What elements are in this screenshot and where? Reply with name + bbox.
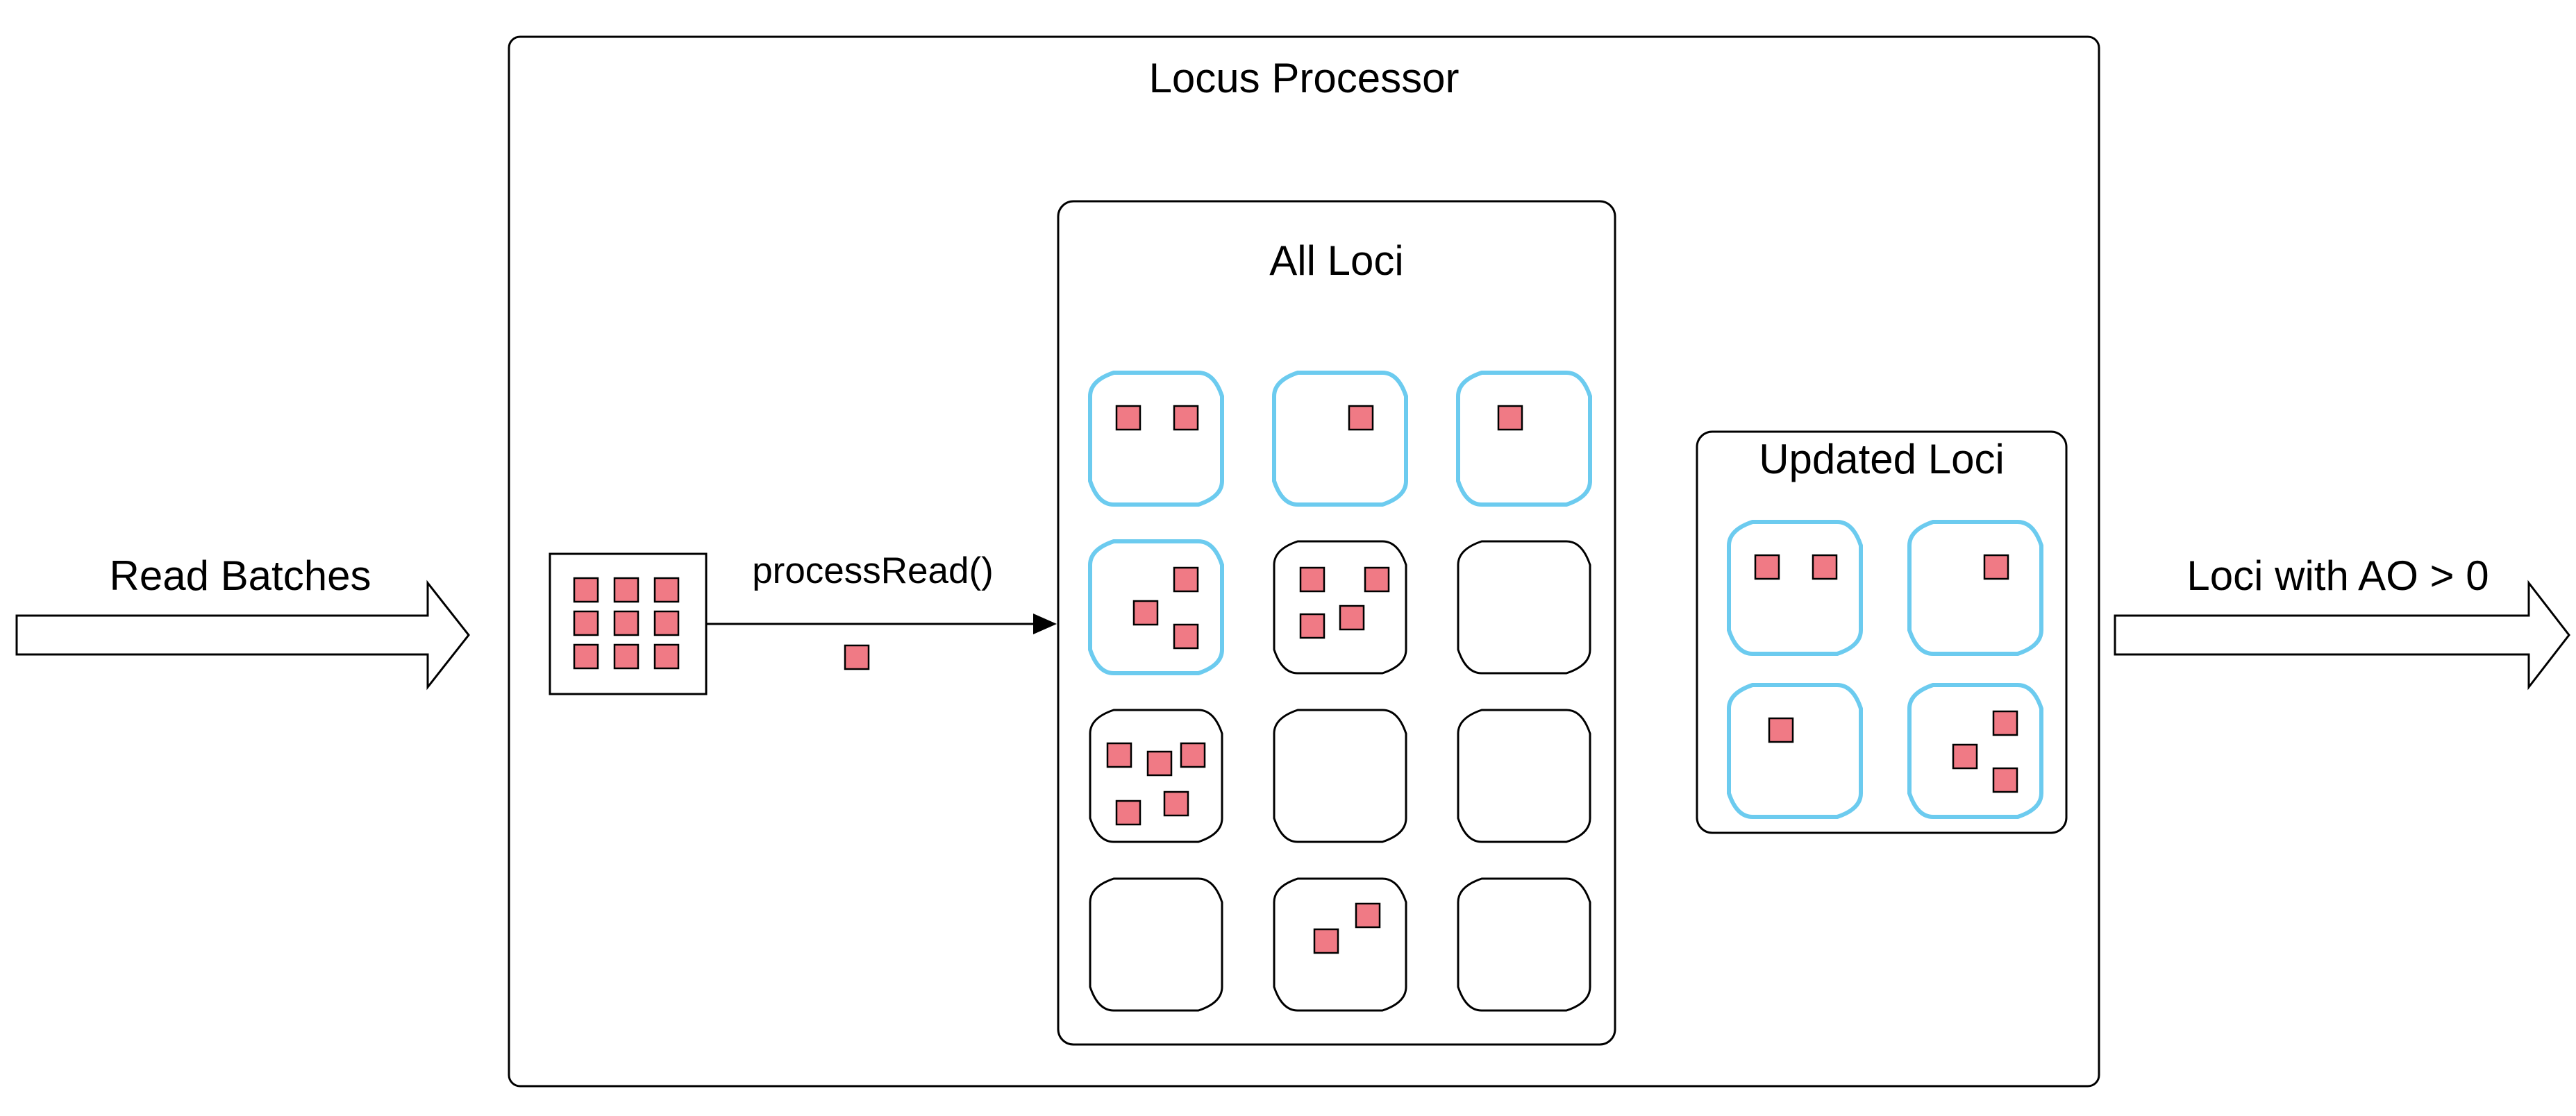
output-arrow-label: Loci with AO > 0	[2186, 552, 2489, 599]
read-square	[1173, 623, 1199, 650]
read-square	[1180, 742, 1206, 768]
locus-cell-updated	[1907, 683, 2043, 819]
read-square	[1992, 767, 2018, 793]
locus-cell-outline	[1457, 877, 1591, 1012]
read-square	[613, 643, 639, 670]
read-square	[1299, 566, 1325, 593]
read-batches-arrow: Read Batches	[15, 552, 470, 691]
locus-cell-outline	[1457, 540, 1591, 675]
locus-cell-outline	[1272, 371, 1408, 507]
locus-processor-title: Locus Processor	[1149, 55, 1460, 101]
read-square	[1146, 750, 1173, 777]
process-read-connector: processRead()	[706, 550, 1057, 670]
locus-cell	[1273, 709, 1407, 843]
read-square	[1115, 405, 1141, 431]
read-square	[1364, 566, 1390, 593]
read-square	[653, 643, 680, 670]
read-square	[573, 577, 599, 603]
read-square	[1299, 613, 1325, 639]
input-arrow-label: Read Batches	[110, 552, 371, 599]
read-batch	[549, 552, 708, 695]
updated-loci-box: Updated Loci	[1696, 430, 2068, 834]
read-square	[1768, 717, 1794, 743]
locus-cell-updated	[1088, 539, 1224, 675]
read-square	[1313, 928, 1339, 954]
loci-output-arrow: Loci with AO > 0	[2114, 552, 2570, 691]
locus-cell-outline	[1727, 683, 1863, 819]
in-flight-read	[844, 644, 870, 670]
locus-cell-outline	[1273, 877, 1407, 1012]
locus-cell-outline	[1907, 520, 2043, 656]
locus-cell-updated	[1456, 371, 1592, 507]
read-square	[1497, 405, 1523, 431]
locus-cell-updated	[1088, 371, 1224, 507]
read-square	[1992, 710, 2018, 736]
locus-cell-outline	[1457, 709, 1591, 843]
read-square	[653, 577, 680, 603]
locus-cell	[1089, 877, 1223, 1012]
locus-cell-outline	[1089, 877, 1223, 1012]
read-square	[1132, 600, 1159, 626]
read-square	[1348, 405, 1374, 431]
process-read-arrowhead	[1033, 614, 1057, 634]
read-square	[613, 610, 639, 636]
locus-cell-updated	[1272, 371, 1408, 507]
read-square	[573, 643, 599, 670]
locus-cell	[1457, 877, 1591, 1012]
read-square	[844, 644, 870, 670]
locus-cell	[1273, 877, 1407, 1012]
read-square	[1952, 743, 1978, 770]
read-square	[573, 610, 599, 636]
locus-cell	[1089, 709, 1223, 843]
all-loci-box: All Loci	[1057, 200, 1616, 1046]
read-square	[1754, 554, 1780, 580]
locus-cell-outline	[1088, 371, 1224, 507]
read-square	[1106, 742, 1132, 768]
updated-loci-grid	[1727, 520, 2043, 819]
locus-cell-outline	[1727, 520, 1863, 656]
locus-cell-updated	[1907, 520, 2043, 656]
read-batch-reads	[573, 577, 680, 670]
locus-cell-outline	[1273, 709, 1407, 843]
locus-cell-updated	[1727, 683, 1863, 819]
input-arrow-shape	[15, 580, 470, 691]
locus-cell-outline	[1456, 371, 1592, 507]
read-square	[653, 610, 680, 636]
read-square	[1115, 800, 1141, 826]
locus-cell	[1457, 709, 1591, 843]
read-square	[1983, 554, 2009, 580]
locus-cell	[1457, 540, 1591, 675]
locus-cell-updated	[1727, 520, 1863, 656]
read-square	[613, 577, 639, 603]
process-read-label: processRead()	[752, 550, 994, 591]
read-square	[1355, 902, 1381, 929]
read-square	[1812, 554, 1838, 580]
all-loci-title: All Loci	[1269, 237, 1403, 284]
updated-loci-title: Updated Loci	[1759, 436, 2005, 482]
read-square	[1173, 405, 1199, 431]
read-square	[1163, 790, 1189, 817]
read-square	[1339, 604, 1365, 631]
locus-cell	[1273, 540, 1407, 675]
read-square	[1173, 566, 1199, 593]
all-loci-grid	[1088, 371, 1592, 1012]
output-arrow-shape	[2114, 580, 2570, 691]
